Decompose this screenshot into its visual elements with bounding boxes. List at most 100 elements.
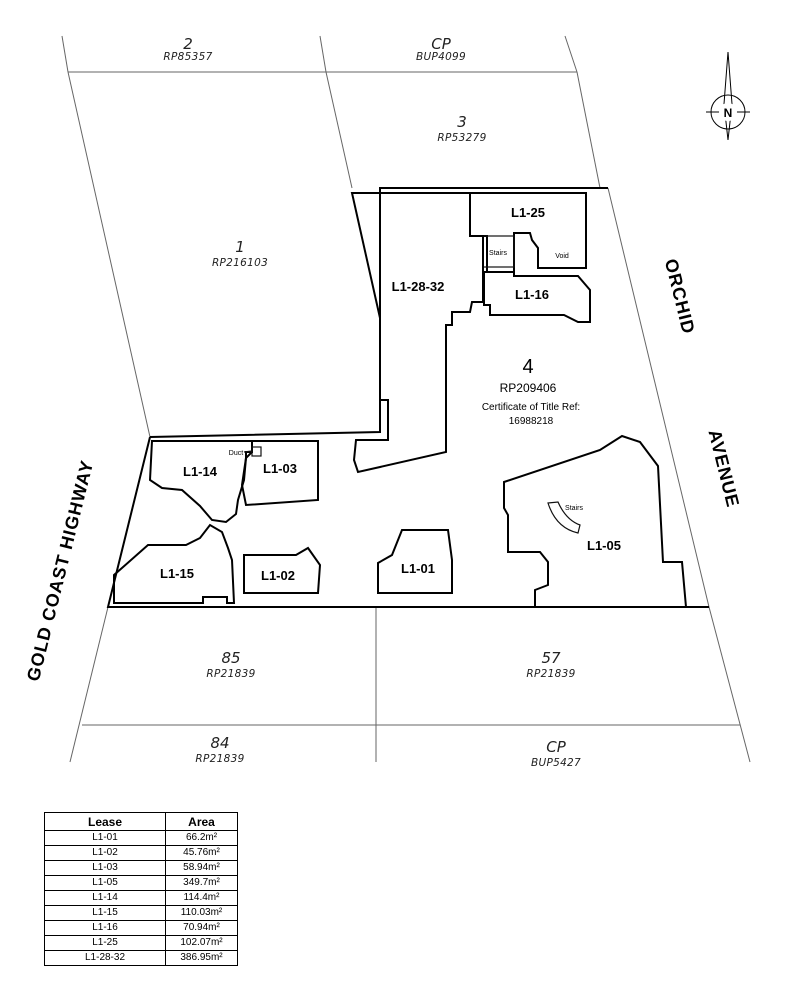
table-cell-area: 58.94m² — [165, 860, 238, 876]
lease-label-l1-05: L1-05 — [587, 538, 621, 553]
parcel-number-3: 3 — [457, 113, 467, 131]
lease-area-l1-28-32[interactable] — [350, 192, 484, 474]
parcel-ref-84: RP21839 — [195, 753, 244, 765]
table-cell-lease: L1-03 — [44, 860, 166, 876]
lease-plan-map: 2 RP85357 CP BUP4099 3 RP53279 1 RP21610… — [23, 35, 751, 769]
lease-area-l1-14[interactable] — [148, 440, 253, 524]
duct-leader-line — [243, 450, 253, 453]
lot-1-boundary — [149, 187, 608, 438]
certificate-number: 16988218 — [509, 416, 554, 427]
table-cell-lease: L1-02 — [44, 845, 166, 861]
parcel-boundary-line — [67, 71, 151, 438]
table-cell-lease: L1-15 — [44, 905, 166, 921]
lot-4-boundary — [106, 436, 709, 608]
table-cell-lease: L1-28-32 — [44, 950, 166, 966]
lease-label-l1-01: L1-01 — [401, 561, 435, 576]
parcel-number-85: 85 — [221, 649, 240, 667]
parcel-ref-cp-bottom: BUP5427 — [531, 757, 581, 769]
parcel-labels: 2 RP85357 CP BUP4099 3 RP53279 1 RP21610… — [163, 35, 581, 769]
stairs-east-label: Stairs — [565, 505, 583, 512]
parcel-boundary-line — [576, 71, 601, 189]
parcel-ref-cp-top: BUP4099 — [416, 51, 466, 63]
parcel-ref-85: RP21839 — [206, 668, 255, 680]
lot-4-number: 4 — [522, 356, 533, 378]
lease-label-l1-14: L1-14 — [183, 464, 218, 479]
certificate-label: Certificate of Title Ref: — [482, 402, 580, 413]
parcel-ref-3: RP53279 — [437, 132, 486, 144]
table-cell-area: 70.94m² — [165, 920, 238, 936]
lease-area-l1-16[interactable] — [483, 271, 591, 323]
lease-label-l1-28-32: L1-28-32 — [392, 279, 445, 294]
parcel-boundary-line — [607, 187, 710, 608]
parcel-boundary-line — [564, 35, 578, 73]
table-cell-area: 102.07m² — [165, 935, 238, 951]
lease-labels: L1-25 L1-16 L1-28-32 L1-14 L1-03 L1-15 L… — [160, 205, 621, 583]
parcel-number-57: 57 — [541, 649, 561, 667]
north-arrow-icon — [723, 51, 733, 141]
table-cell-lease: L1-01 — [44, 830, 166, 846]
compass-label-backdrop — [719, 103, 737, 121]
column-header-lease: Lease — [44, 812, 166, 831]
north-compass: N — [706, 51, 750, 141]
table-cell-area: 114.4m² — [165, 890, 238, 906]
stairs-east-symbol — [547, 501, 581, 534]
parcel-boundary-line — [325, 71, 353, 189]
lease-area-l1-03[interactable] — [240, 440, 319, 507]
compass-north-label: N — [724, 106, 733, 120]
table-cell-area: 45.76m² — [165, 845, 238, 861]
road-label-gold-coast-highway: GOLD COAST HIGHWAY — [23, 458, 97, 683]
lease-label-l1-02: L1-02 — [261, 568, 295, 583]
parcel-number-cp-bottom: CP — [546, 738, 566, 756]
lease-label-l1-03: L1-03 — [263, 461, 297, 476]
road-label-orchid: ORCHID — [661, 257, 699, 337]
void-label: Void — [555, 253, 569, 260]
parcel-boundary-line — [69, 606, 109, 763]
lease-label-l1-15: L1-15 — [160, 566, 194, 581]
parcel-number-cp-top: CP — [431, 35, 451, 53]
lease-area-l1-05[interactable] — [503, 434, 688, 608]
column-header-area: Area — [165, 812, 238, 831]
lease-area-l1-01[interactable] — [377, 529, 453, 594]
lease-area-l1-15[interactable] — [113, 523, 236, 604]
parcel-ref-57: RP21839 — [526, 668, 575, 680]
parcel-number-1: 1 — [235, 238, 245, 256]
table-cell-lease: L1-14 — [44, 890, 166, 906]
duct-box — [251, 446, 262, 457]
lot-boundaries — [106, 187, 709, 608]
table-cell-lease: L1-25 — [44, 935, 166, 951]
lot-4-ref: RP209406 — [500, 381, 557, 395]
parcel-ref-1: RP216103 — [212, 257, 268, 269]
stairs-north-label: Stairs — [489, 250, 507, 257]
lot-4-label: 4 RP209406 Certificate of Title Ref: 169… — [482, 356, 580, 427]
table-cell-area: 349.7m² — [165, 875, 238, 891]
table-cell-area: 386.95m² — [165, 950, 238, 966]
parcel-ref-2: RP85357 — [163, 51, 212, 63]
parcel-boundary-line — [319, 35, 327, 73]
duct-label: Duct — [229, 450, 243, 457]
parcel-boundary-line — [61, 35, 69, 73]
lease-label-l1-16: L1-16 — [515, 287, 549, 302]
table-cell-area: 110.03m² — [165, 905, 238, 921]
lease-area-l1-02[interactable] — [243, 546, 322, 594]
lease-areas — [113, 192, 688, 608]
parcel-boundary-line — [708, 606, 751, 763]
table-cell-lease: L1-16 — [44, 920, 166, 936]
table-header-row: Lease Area — [44, 812, 238, 831]
lease-label-l1-25: L1-25 — [511, 205, 545, 220]
table-cell-lease: L1-05 — [44, 875, 166, 891]
table-cell-area: 66.2m² — [165, 830, 238, 846]
parcel-number-2: 2 — [183, 35, 193, 53]
road-labels: GOLD COAST HIGHWAY ORCHID AVENUE — [23, 257, 743, 683]
road-label-avenue: AVENUE — [704, 427, 743, 509]
